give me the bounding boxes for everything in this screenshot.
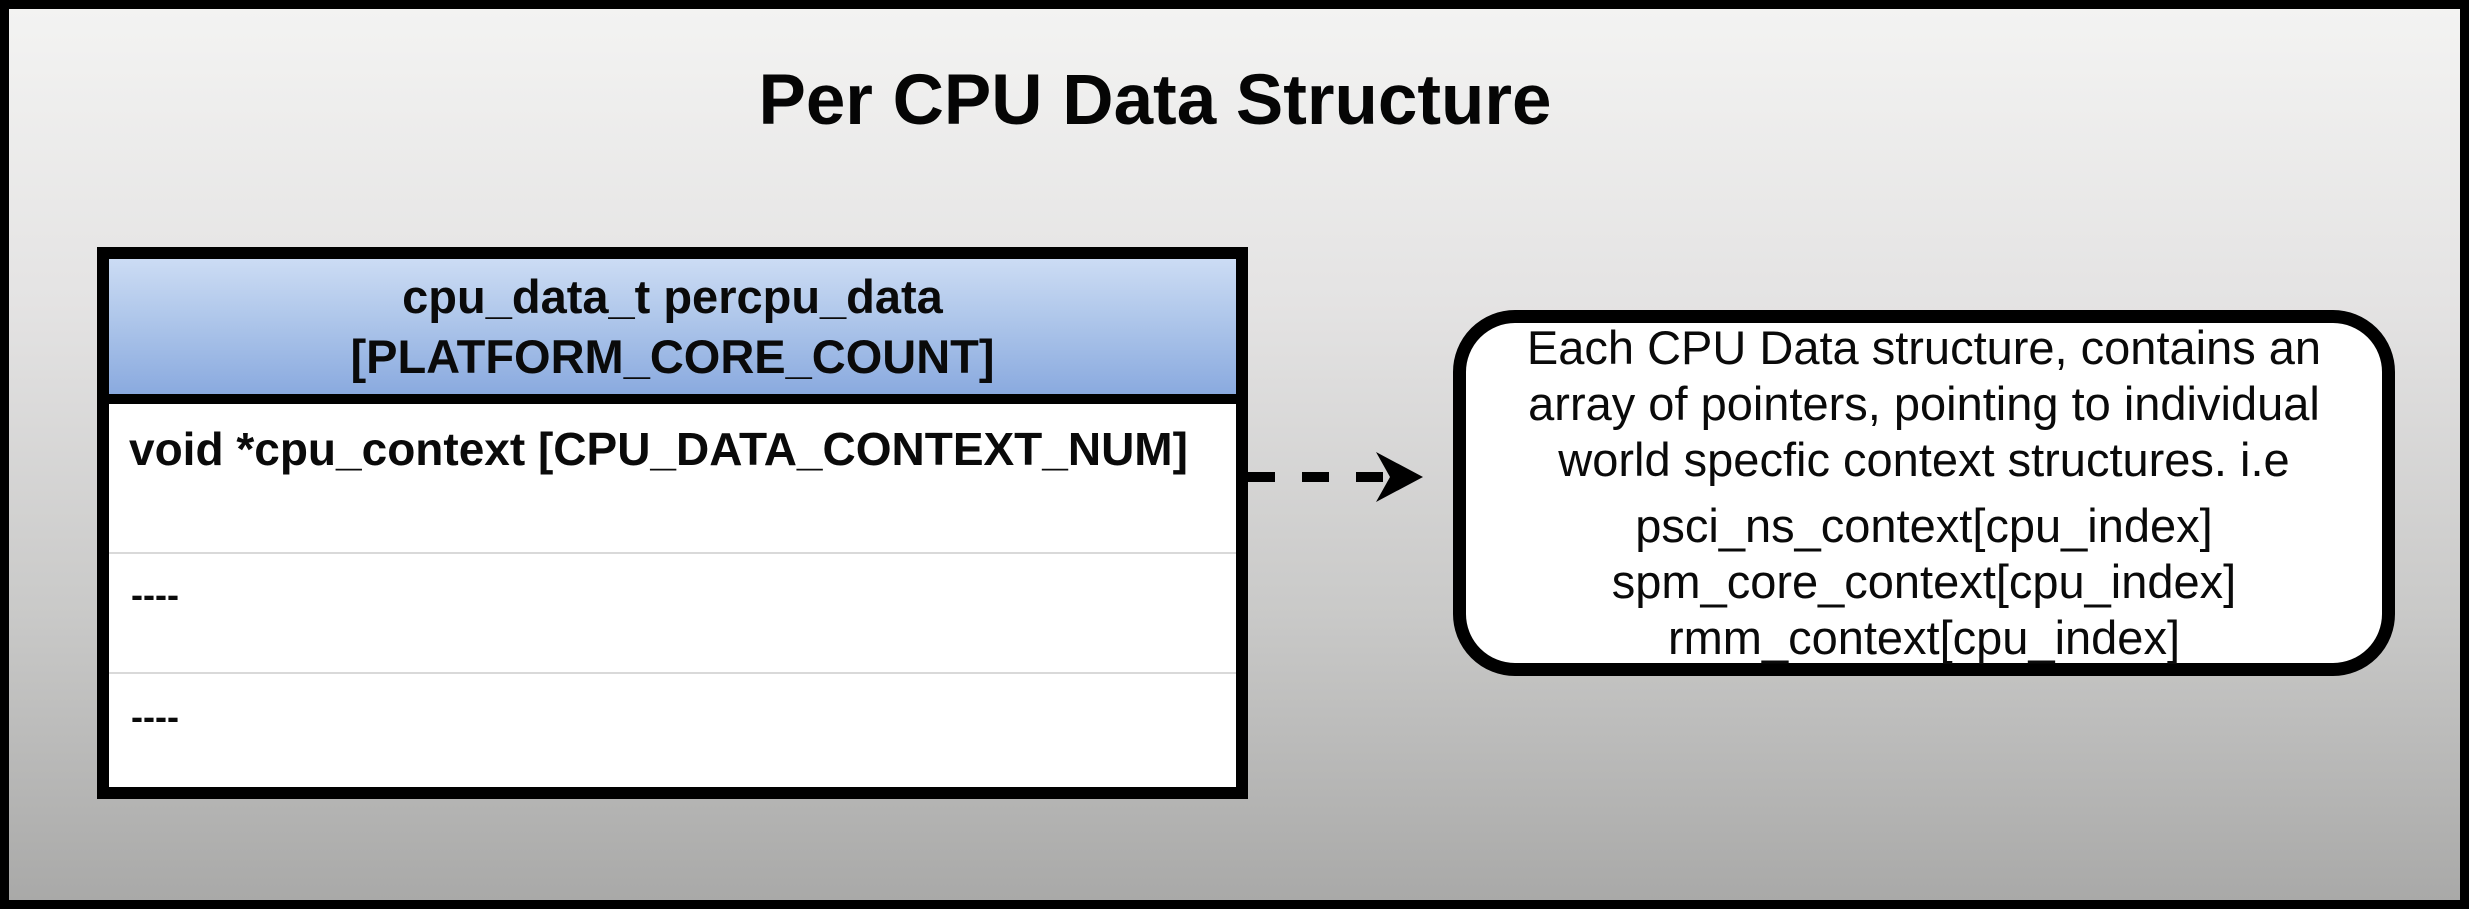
callout-box: Each CPU Data structure, contains an arr… xyxy=(1453,310,2395,676)
table-row-cpu-context: void *cpu_context [CPU_DATA_CONTEXT_NUM] xyxy=(109,404,1236,554)
table-row-placeholder-1: ---- xyxy=(109,554,1236,674)
callout-line-6: rmm_context[cpu_index] xyxy=(1667,611,2181,664)
table-row-placeholder-2-text: ---- xyxy=(131,696,179,737)
callout-line-2: array of pointers, pointing to individua… xyxy=(1528,377,2320,430)
table-row-placeholder-1-text: ---- xyxy=(131,574,179,615)
table-row-cpu-context-text: void *cpu_context [CPU_DATA_CONTEXT_NUM] xyxy=(129,423,1188,475)
diagram-title: Per CPU Data Structure xyxy=(758,61,1552,140)
table-header-line-2: [PLATFORM_CORE_COUNT] xyxy=(350,329,995,383)
callout-line-4: psci_ns_context[cpu_index] xyxy=(1635,499,2213,552)
table-header: cpu_data_t percpu_data [PLATFORM_CORE_CO… xyxy=(109,259,1236,404)
arrowhead-icon xyxy=(1376,452,1423,502)
callout-line-1: Each CPU Data structure, contains an xyxy=(1526,321,2322,374)
callout-line-5: spm_core_context[cpu_index] xyxy=(1611,555,2237,608)
table-row-placeholder-2: ---- xyxy=(109,674,1236,787)
percpu-data-table: cpu_data_t percpu_data [PLATFORM_CORE_CO… xyxy=(97,247,1248,799)
callout-line-3: world specfic context structures. i.e xyxy=(1558,433,2290,486)
dashed-arrow xyxy=(1248,452,1423,502)
table-header-line-1: cpu_data_t percpu_data xyxy=(402,269,943,323)
